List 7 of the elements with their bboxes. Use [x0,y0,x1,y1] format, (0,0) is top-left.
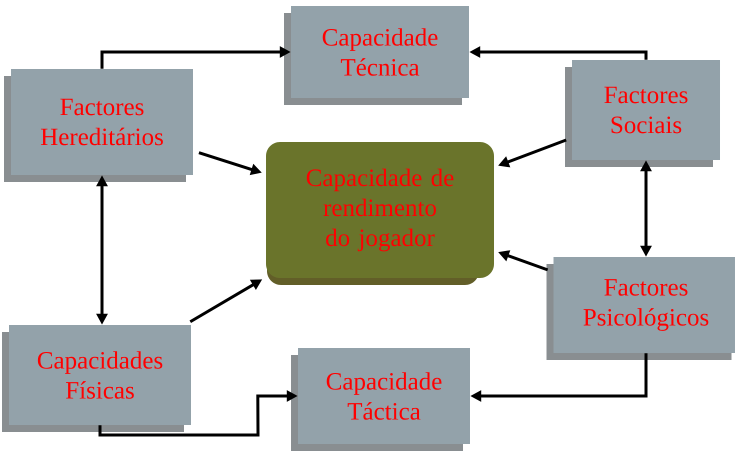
block-box: Factores Hereditários [4,69,193,182]
center-box: Capacidade de rendimento do jogador [266,142,494,285]
block-box: Factores Psicológicos [546,257,735,360]
block-box: Capacidades Físicas [2,325,191,432]
block-box: Factores Sociais [565,60,720,167]
block-box: Capacidade Táctica [291,348,470,451]
block-box: Capacidade Técnica [284,6,469,105]
